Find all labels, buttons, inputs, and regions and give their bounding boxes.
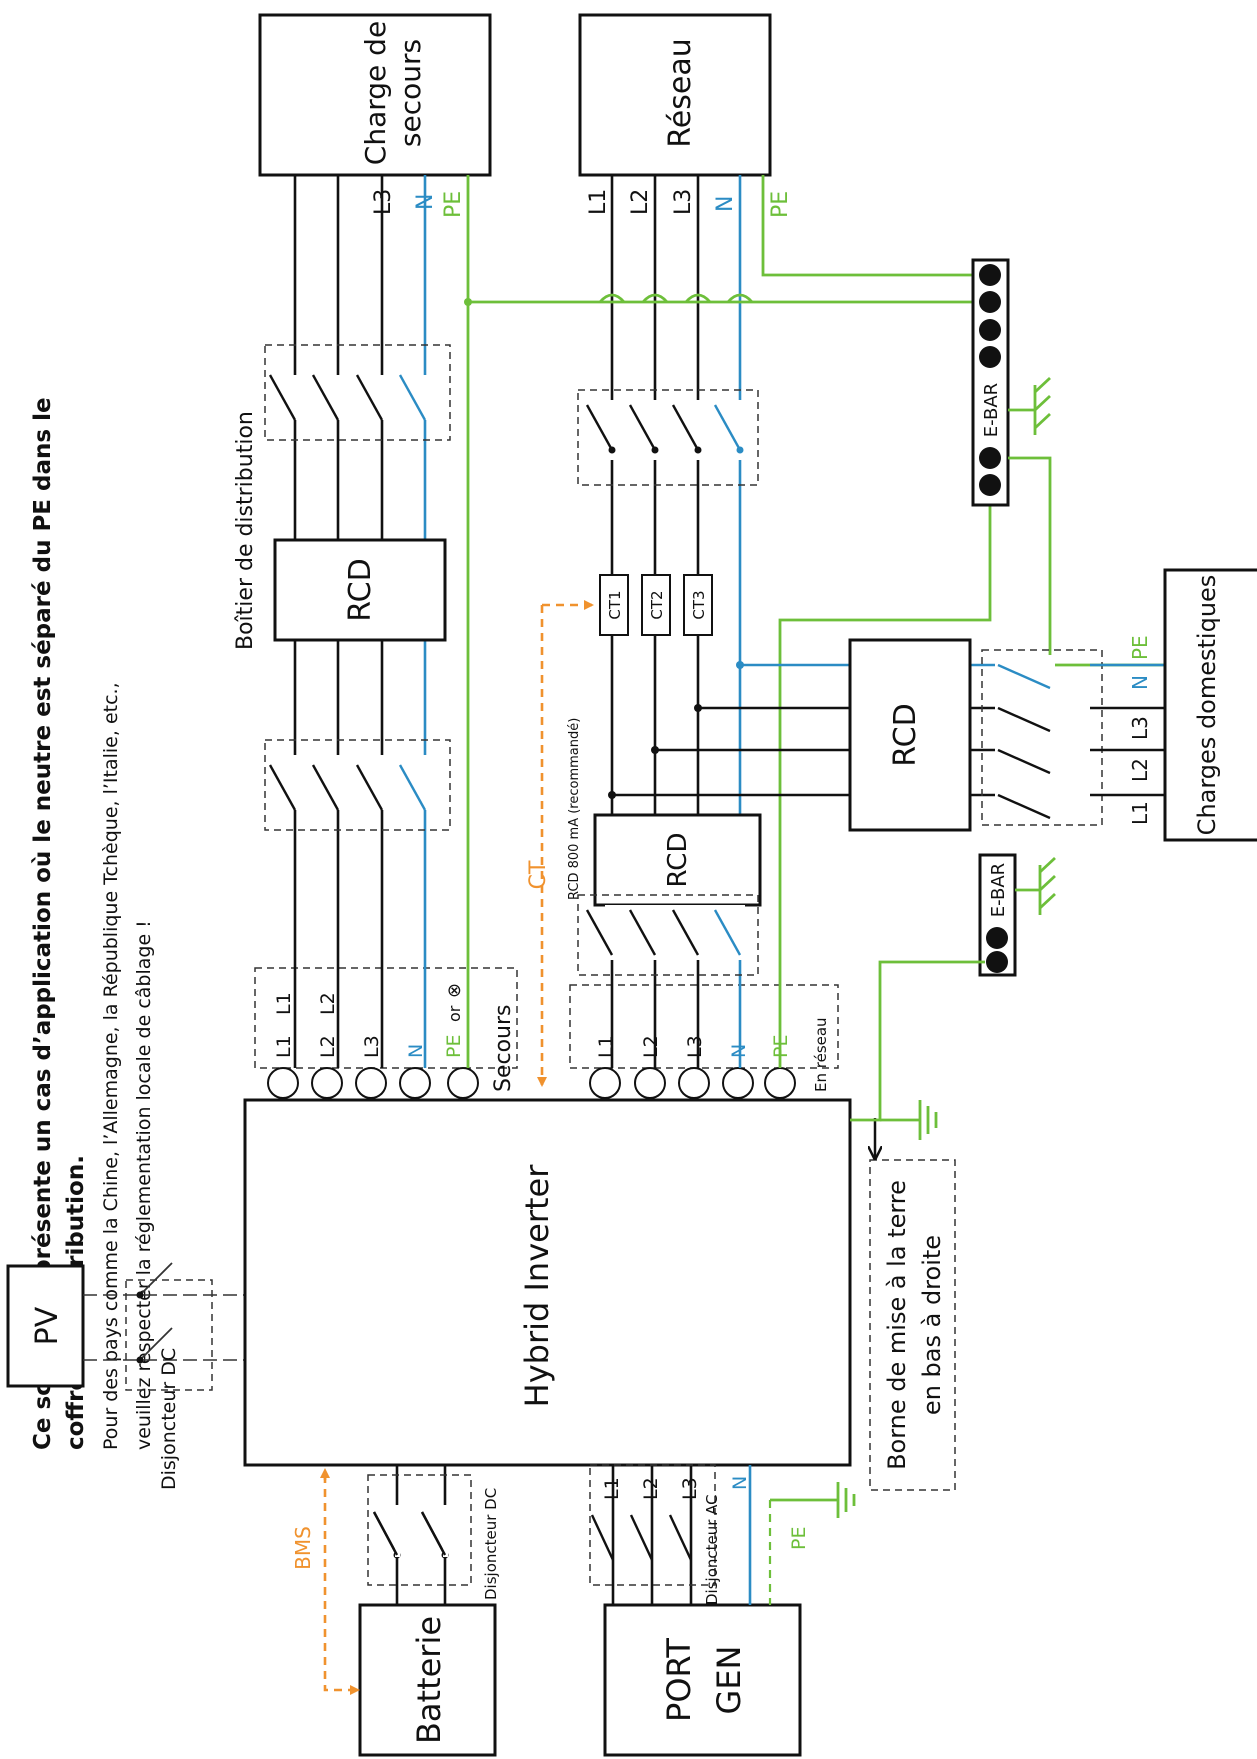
grid-rcd (593, 813, 762, 907)
pv-dc-breaker (125, 1279, 213, 1391)
grid-term-l1: L1 (595, 1035, 617, 1058)
rcd-800-label: RCD 800 mA (recommandé) (567, 718, 582, 900)
ct-link: CT (526, 600, 594, 1087)
note-line-4: veuillez respecter la réglementation loc… (133, 920, 155, 1450)
grid-l1: L1 (586, 189, 611, 215)
battery-wires: Disjoncteur DC (367, 1465, 500, 1605)
home-l2: L2 (1128, 758, 1152, 782)
battery-block: Batterie (358, 1603, 497, 1757)
home-rcd-label: RCD (888, 703, 923, 766)
backup-pe-or: or (445, 1005, 464, 1022)
ebar-upper-label: E-BAR (981, 383, 1002, 437)
backup-l2-a: L2 (317, 1035, 339, 1058)
grid-n: N (713, 196, 738, 212)
backup-wiring: RCD Boîtier de distribution (233, 175, 472, 1068)
pv-block: PV (6, 1264, 85, 1388)
home-l3: L3 (1128, 716, 1152, 740)
backup-terminals: L1 L1 L2 L2 L3 N PE or ⊗ Secours (254, 967, 518, 1099)
backup-pe-or-symbol: ⊗ (444, 983, 465, 998)
pv-label: PV (30, 1306, 65, 1345)
ground-label-1: Borne de mise à la terre (883, 1180, 911, 1470)
ground-label-2: en bas à droite (918, 1235, 946, 1415)
ct3-label: CT3 (690, 590, 708, 619)
home-loads-label: Charges domestiques (1193, 575, 1221, 836)
backup-load-pe: PE (441, 191, 466, 218)
grid-port-label: En réseau (812, 1017, 830, 1092)
backup-l1-b: L1 (273, 992, 295, 1015)
backup-load-l3: L3 (371, 189, 396, 215)
home-loads-side: RCD Charges domestiques L1 L2 L3 N PE (848, 568, 1257, 842)
grid-terminals: L1 L2 L3 N PE En réseau (569, 984, 839, 1099)
gen-block: PORT GEN (603, 1603, 802, 1757)
backup-rcd-label: RCD (343, 558, 378, 621)
bms-label: BMS (291, 1526, 315, 1570)
grid-lower-breaker (577, 894, 759, 976)
ct2-label: CT2 (648, 590, 666, 619)
gen-wires: L1 L2 L3 N PE Disjoncteur AC (589, 1464, 856, 1605)
backup-load-block: Charge de secours L3 N PE (258, 13, 492, 218)
backup-l3: L3 (361, 1035, 383, 1058)
home-l1: L1 (1128, 801, 1152, 825)
backup-pe: PE (443, 1035, 465, 1058)
gen-label-2: GEN (710, 1646, 748, 1715)
ebar-lower-label: E-BAR (988, 863, 1009, 917)
grid-pe: PE (768, 191, 793, 218)
ct-sensors: CT1 CT2 CT3 (599, 574, 713, 636)
grid-rcd-label: RCD (663, 833, 693, 888)
inverter-block: Hybrid Inverter (243, 1098, 852, 1467)
gen-pe: PE (788, 1527, 810, 1550)
note-line-3: Pour des pays comme la Chine, l’Allemagn… (100, 682, 122, 1450)
backup-l1-a: L1 (273, 1035, 295, 1058)
battery-dc-breaker-label: Disjoncteur DC (482, 1488, 500, 1600)
ebar-upper: E-BAR (971, 258, 1165, 667)
backup-load-label-1: Charge de (359, 21, 392, 165)
home-n: N (1128, 675, 1152, 690)
bms-link: BMS (291, 1468, 360, 1695)
backup-upper-breaker (264, 344, 451, 441)
inverter-label: Hybrid Inverter (518, 1164, 556, 1408)
home-pe: PE (1128, 635, 1152, 660)
ground-terminal-note: Borne de mise à la terre en bas à droite (870, 1118, 956, 1491)
backup-n: N (405, 1044, 427, 1058)
grid-term-l2: L2 (640, 1035, 662, 1058)
gen-label-1: PORT (660, 1638, 698, 1722)
ct-label: CT (526, 860, 551, 889)
grid-label: Réseau (663, 38, 698, 147)
battery-label: Batterie (410, 1616, 448, 1744)
battery-dc-breaker (367, 1474, 472, 1586)
grid-term-l3: L3 (684, 1035, 706, 1058)
home-rcd (848, 638, 972, 832)
ct1-label: CT1 (606, 590, 624, 619)
pv-dc-wires: Disjoncteur DC (83, 1262, 245, 1490)
grid-l3: L3 (671, 189, 696, 215)
gen-ac-breaker (589, 1464, 716, 1586)
backup-port-label: Secours (491, 1004, 516, 1092)
gen-l2: L2 (640, 1477, 662, 1500)
gen-l1: L1 (601, 1477, 623, 1500)
grid-upper-breaker (577, 389, 759, 486)
ebar-lower: E-BAR (850, 853, 1056, 1140)
gen-n: N (729, 1476, 751, 1490)
home-breaker (981, 649, 1103, 826)
gen-ac-breaker-label: Disjoncteur AC (703, 1494, 721, 1605)
gen-l3: L3 (679, 1477, 701, 1500)
backup-lower-breaker (264, 739, 451, 831)
pv-dc-breaker-label: Disjoncteur DC (158, 1348, 180, 1490)
grid-wiring: CT1 CT2 CT3 RCD RCD 800 mA (recommandé) (567, 175, 998, 1068)
grid-block: Réseau L1 L2 L3 N PE (578, 13, 793, 218)
grid-l2: L2 (628, 189, 653, 215)
pe-bus (468, 293, 975, 304)
backup-load-label-2: secours (394, 39, 427, 147)
backup-rcd (273, 538, 447, 642)
distribution-box-label: Boîtier de distribution (233, 411, 258, 650)
backup-l2-b: L2 (317, 992, 339, 1015)
